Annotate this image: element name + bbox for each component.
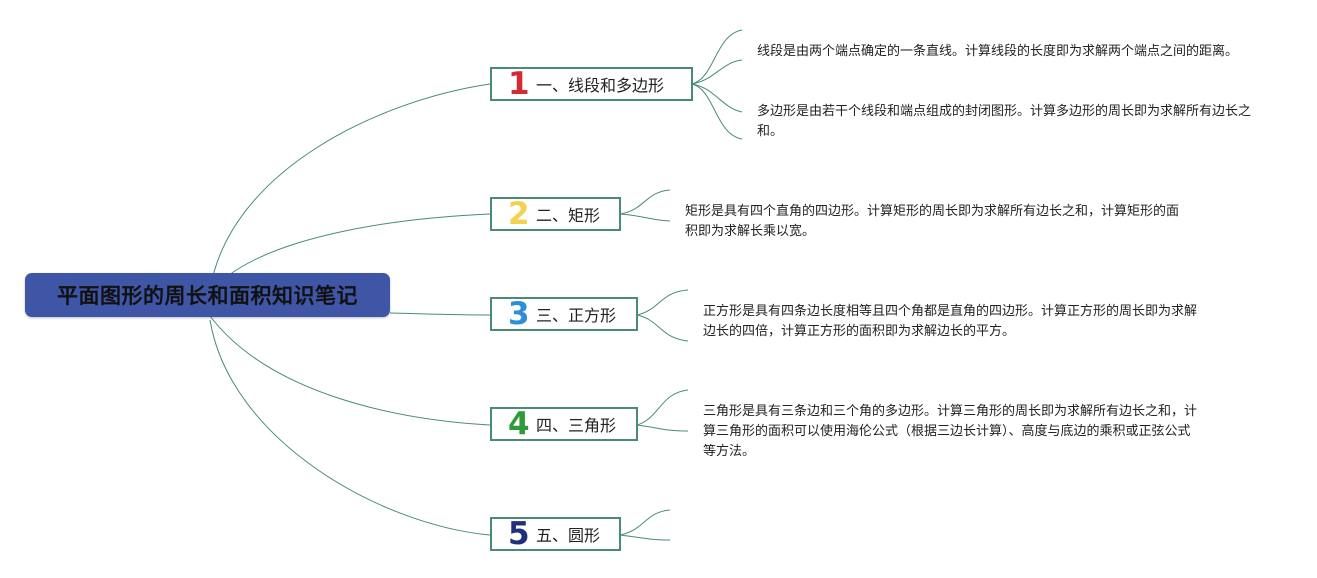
- branch-label-4: 四、三角形: [536, 416, 617, 435]
- connector-root-branch-3: [389, 312, 491, 316]
- connector-branch-1-fan-d: [691, 83, 743, 140]
- branch-number-2: 2: [508, 196, 530, 232]
- branch-topic-2[interactable]: 2 二、矩形: [490, 197, 621, 231]
- connector-branch-2-fan-a: [619, 189, 671, 215]
- branch-topic-1[interactable]: 1 一、线段和多边形: [490, 67, 693, 101]
- connector-branch-4-fan-a: [636, 389, 689, 426]
- note-3-1: 正方形是具有四条边长度相等且四个角都是直角的四边形。计算正方形的周长即为求解边长…: [703, 304, 1198, 339]
- connector-root-branch-4: [209, 315, 491, 426]
- connector-root-branch-5: [209, 319, 491, 536]
- connector-branch-1-fan-b: [691, 59, 743, 85]
- note-1-1: 线段是由两个端点确定的一条直线。计算线段的长度即为求解两个端点之间的距离。: [757, 44, 1239, 59]
- branch-number-4: 4: [508, 406, 530, 442]
- connector-branch-3-fan-b: [636, 314, 689, 342]
- branch-number-5: 5: [508, 516, 530, 552]
- connector-root-branch-1: [209, 83, 491, 291]
- branch-topic-4[interactable]: 4 四、三角形: [490, 407, 638, 441]
- branch-number-3: 3: [508, 296, 530, 332]
- connector-branch-5-fan-a: [619, 509, 671, 536]
- connector-branch-2-fan-b: [619, 213, 671, 222]
- root-topic-title: 平面图形的周长和面积知识笔记: [57, 284, 358, 308]
- connector-branch-4-fan-b: [636, 424, 689, 432]
- branch-label-5: 五、圆形: [536, 526, 601, 545]
- branch-topic-5[interactable]: 5 五、圆形: [490, 517, 621, 551]
- branch-topic-3[interactable]: 3 三、正方形: [490, 297, 638, 331]
- connector-branch-3-fan-a: [636, 289, 689, 316]
- note-4-1: 三角形是具有三条边和三个角的多边形。计算三角形的周长即为求解所有边长之和，计算三…: [703, 404, 1198, 459]
- connector-root-branch-2: [209, 213, 491, 293]
- note-2-1: 矩形是具有四个直角的四边形。计算矩形的周长即为求解所有边长之和，计算矩形的面积即…: [685, 204, 1180, 239]
- connector-branch-5-fan-b: [619, 534, 671, 541]
- root-topic[interactable]: 平面图形的周长和面积知识笔记: [25, 273, 390, 317]
- note-1-2: 多边形是由若干个线段和端点组成的封闭图形。计算多边形的周长即为求解所有边长之和。: [757, 104, 1252, 139]
- branch-label-2: 二、矩形: [536, 206, 601, 225]
- branch-number-1: 1: [508, 66, 530, 102]
- connector-branch-1-fan-a: [691, 29, 743, 85]
- branch-label-1: 一、线段和多边形: [536, 76, 665, 95]
- connector-branch-1-fan-c: [691, 83, 743, 113]
- branch-label-3: 三、正方形: [536, 306, 617, 325]
